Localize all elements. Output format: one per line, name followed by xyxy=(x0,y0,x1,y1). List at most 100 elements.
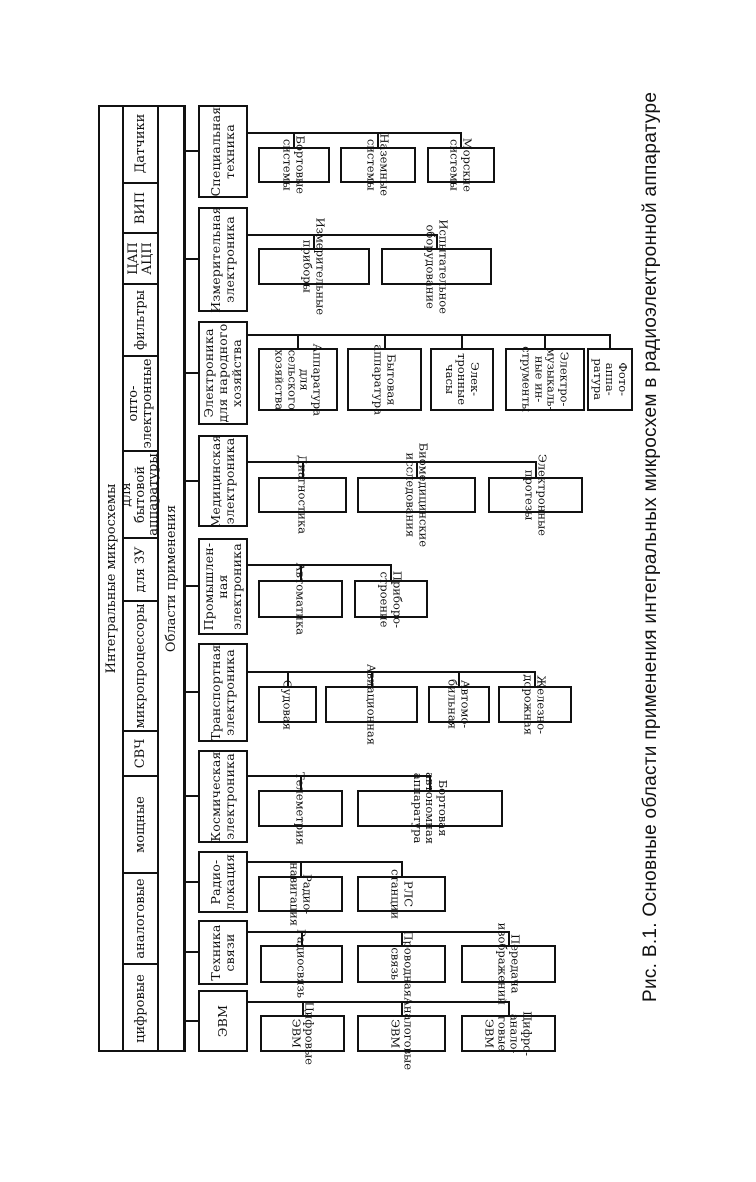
branch-bus xyxy=(248,234,438,236)
application-label: Диагностика xyxy=(295,455,310,535)
application-box: Наземные системы xyxy=(340,134,416,196)
branch-bus xyxy=(248,671,536,673)
application-label: Радиосвязь xyxy=(294,929,309,999)
ic-type-cell: цифровые xyxy=(124,963,157,1052)
branch-bus xyxy=(248,861,403,863)
application-box: Электронные протезы xyxy=(488,454,583,536)
spine-line xyxy=(184,105,186,1052)
application-box: Морские системы xyxy=(427,138,495,192)
application-box: Радиосвязь xyxy=(260,930,343,998)
spine-connector xyxy=(185,150,198,153)
application-box: Бортовые системы xyxy=(258,136,330,194)
ic-type-cell: СВЧ xyxy=(124,730,157,775)
application-label: Автоматика xyxy=(293,562,308,636)
spine-connector xyxy=(185,480,198,482)
application-label: Измерительные приборы xyxy=(301,217,328,316)
area-box: Медицинская электроника xyxy=(198,434,248,528)
application-label: Электро- музыкаль- ные ин- струменты xyxy=(519,346,572,413)
spine-connector xyxy=(185,258,198,261)
application-label: Аппаратура для сельского хозяйства xyxy=(272,343,325,416)
application-box: Электро- музыкаль- ные ин- струменты xyxy=(505,346,585,413)
application-label: Бортовые системы xyxy=(281,135,308,195)
area-box: Техника связи xyxy=(198,920,248,985)
application-label: Бытовая аппаратура xyxy=(371,344,399,415)
application-box: Элек- тронные часы xyxy=(430,348,494,411)
area-box: Космическая электроника xyxy=(198,750,248,843)
application-box: Цифро-анало- говые ЭВМ xyxy=(461,1011,556,1056)
ic-type-cell: Датчики xyxy=(132,113,148,174)
application-box: РЛС станции xyxy=(357,869,446,919)
area-box: Специальная техника xyxy=(198,105,248,198)
application-label: Морские системы xyxy=(448,137,475,193)
application-label: Железно- дорожная xyxy=(522,674,549,735)
application-box: Приборо- строение xyxy=(354,570,428,628)
branch-bus xyxy=(248,334,611,336)
ic-type-cell: мощные xyxy=(124,775,157,872)
area-box: Промышлен- ная электроника xyxy=(198,538,248,635)
application-label: Бортовая автономная аппаратура xyxy=(410,772,450,845)
application-label: Электронные протезы xyxy=(522,453,550,537)
application-box: Автоматика xyxy=(258,563,343,635)
spine-connector xyxy=(185,372,198,374)
ic-type-cell: фильтры xyxy=(124,283,157,355)
application-box: Железно- дорожная xyxy=(498,674,572,735)
application-label: Испытательное оборудование xyxy=(423,219,451,314)
branch-bus xyxy=(248,931,510,933)
application-box: Судовая xyxy=(258,679,317,730)
application-box: Измерительные приборы xyxy=(258,218,370,315)
application-label: Элек- тронные часы xyxy=(442,353,482,406)
spine-connector xyxy=(185,951,198,954)
branch-stub xyxy=(609,335,611,348)
spine-connector xyxy=(185,881,198,883)
ic-type-cell: для бытовой аппаратуры xyxy=(119,450,161,537)
application-label: Судовая xyxy=(280,679,295,730)
application-label: Аналоговые ЭВМ xyxy=(388,997,416,1070)
application-label: Проводная связь xyxy=(388,930,416,998)
application-label: Биомедицинские исследования xyxy=(403,442,431,548)
spine-connector xyxy=(185,1020,198,1022)
area-box: Транспортная электроника xyxy=(198,643,248,742)
branch-bus xyxy=(248,564,392,566)
ic-type-cell: ЦАП АЦП xyxy=(124,232,157,283)
branch-stub xyxy=(461,335,463,348)
branch-bus xyxy=(248,461,537,463)
application-box: Испытательное оборудование xyxy=(381,219,492,314)
application-label: Телеметрия xyxy=(293,772,308,845)
ic-type-cell: микропроцессоры xyxy=(124,600,157,730)
application-label: Цифровые ЭВМ xyxy=(289,1001,317,1066)
application-box: Проводная связь xyxy=(357,931,446,997)
ic-type-cell: для ЗУ xyxy=(124,537,157,600)
application-box: Бытовая аппаратура xyxy=(347,344,422,415)
branch-bus xyxy=(248,1001,510,1003)
application-box: Авиационная xyxy=(325,664,418,745)
application-label: Фото- аппа- ратура xyxy=(590,358,630,401)
application-label: РЛС станции xyxy=(388,868,416,920)
areas-title: Области применения xyxy=(164,504,179,653)
application-box: Радио- навигация xyxy=(258,862,343,926)
ic-title: Интегральные микросхемы xyxy=(103,483,119,674)
branch-bus xyxy=(248,132,462,134)
application-box: Аналоговые ЭВМ xyxy=(357,997,446,1070)
application-label: Наземные системы xyxy=(365,133,392,197)
application-label: Авиационная xyxy=(364,663,379,746)
application-box: Автомо- бильная xyxy=(428,680,490,729)
application-box: Цифровые ЭВМ xyxy=(260,1002,345,1065)
spine-connector xyxy=(185,795,198,798)
application-label: Автомо- бильная xyxy=(446,679,473,730)
area-box: Радио- локация xyxy=(198,851,248,913)
ic-type-cell: опто- электронные xyxy=(124,355,157,450)
application-box: Телеметрия xyxy=(258,772,343,845)
application-box: Аппаратура для сельского хозяйства xyxy=(258,343,338,416)
area-box: Электроника для народного хозяйства xyxy=(198,321,248,425)
application-box: Фото- аппа- ратура xyxy=(587,348,633,411)
area-box: ЭВМ xyxy=(198,990,248,1052)
application-label: Радио- навигация xyxy=(287,862,315,926)
application-box: Передача изображений xyxy=(461,923,556,1005)
application-label: Приборо- строение xyxy=(378,570,405,628)
ic-type-cell: ВИП xyxy=(124,182,157,232)
application-box: Диагностика xyxy=(258,456,347,535)
application-box: Бортовая автономная аппаратура xyxy=(357,773,503,844)
application-box: Биомедицинские исследования xyxy=(357,443,476,547)
ic-type-cell: аналоговые xyxy=(124,872,157,963)
